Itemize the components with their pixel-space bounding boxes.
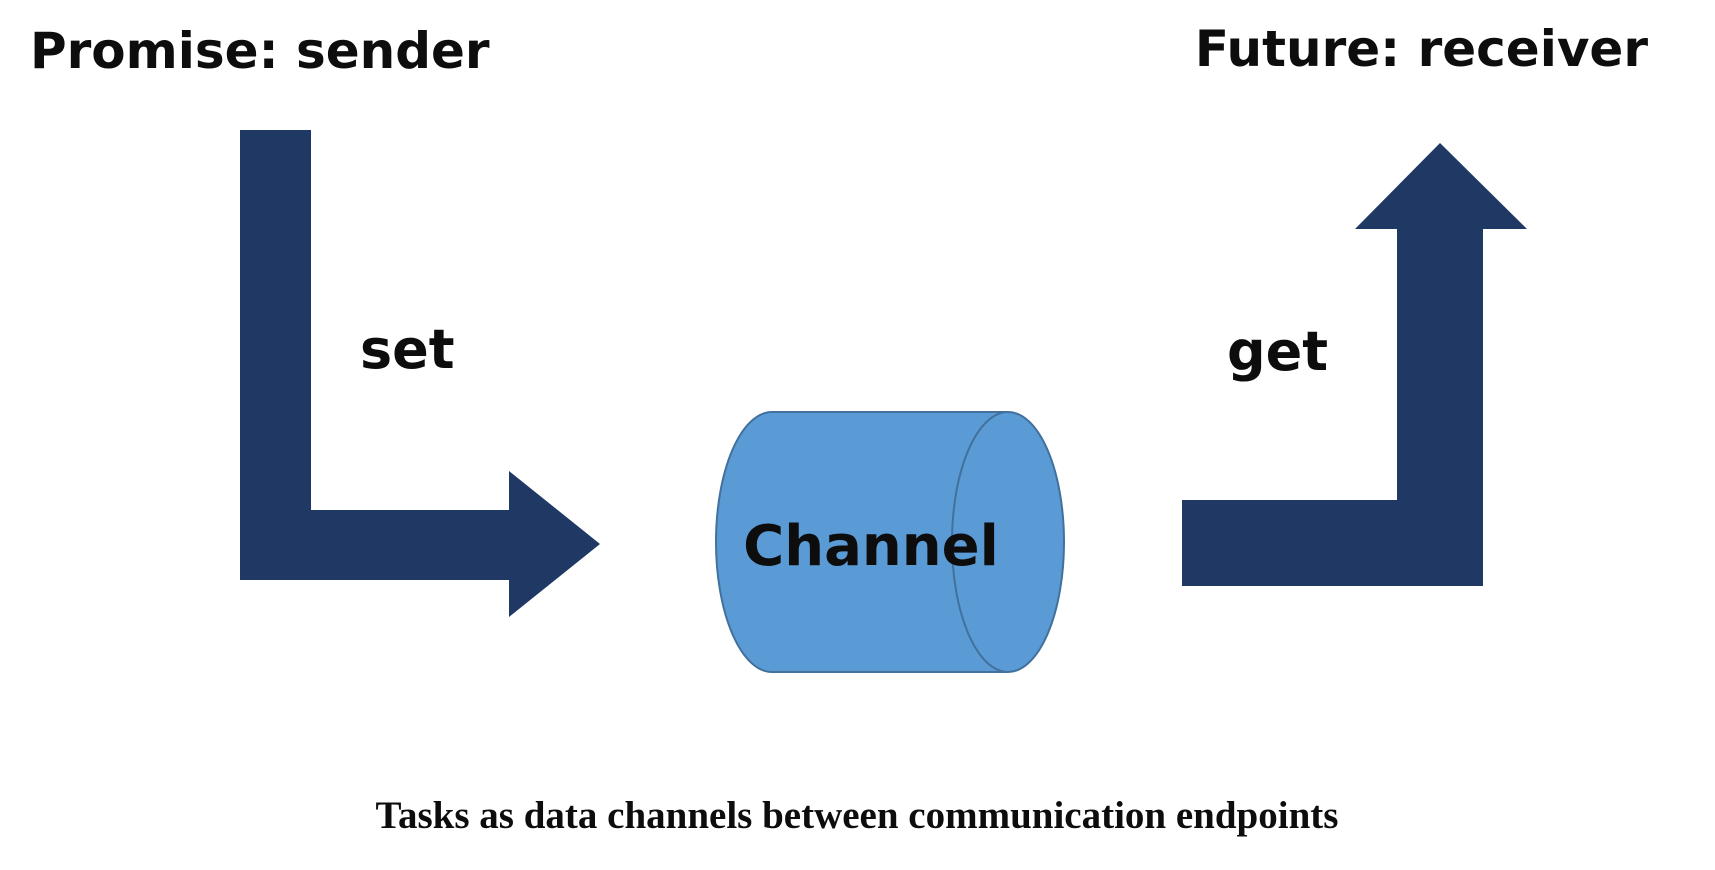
channel-label: Channel <box>743 514 999 579</box>
get-label: get <box>1227 320 1328 383</box>
receiver-label: Future: receiver <box>1195 20 1648 78</box>
set-label: set <box>360 318 455 381</box>
sender-label: Promise: sender <box>30 22 490 80</box>
channel-cylinder <box>715 411 1065 673</box>
set-arrow <box>240 130 600 617</box>
get-arrow <box>1182 143 1527 586</box>
figure-caption: Tasks as data channels between communica… <box>376 794 1339 837</box>
